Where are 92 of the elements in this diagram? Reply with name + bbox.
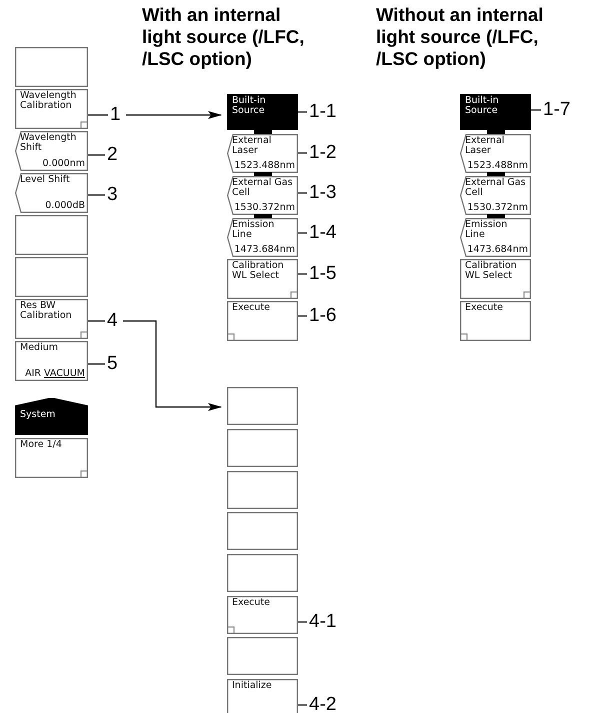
soft-key bbox=[460, 134, 531, 173]
soft-key bbox=[227, 637, 298, 675]
soft-key bbox=[15, 173, 88, 213]
key-label: Built-in Source bbox=[232, 96, 267, 116]
soft-key bbox=[460, 301, 531, 341]
callout-number: 2 bbox=[107, 144, 118, 166]
leader-line bbox=[298, 152, 307, 154]
soft-key bbox=[460, 218, 531, 257]
key-value: AIR VACUUM bbox=[25, 368, 85, 379]
callout-number: 3 bbox=[107, 184, 118, 206]
soft-key bbox=[227, 94, 298, 130]
soft-key bbox=[15, 299, 88, 339]
soft-key bbox=[15, 89, 88, 129]
soft-key bbox=[227, 218, 298, 257]
key-label: External Gas Cell bbox=[465, 178, 527, 198]
leader-line bbox=[298, 704, 307, 706]
key-value: 1523.488nm bbox=[234, 160, 295, 171]
soft-key bbox=[15, 47, 88, 87]
soft-key bbox=[15, 257, 88, 297]
callout-number: 1-2 bbox=[309, 142, 336, 164]
soft-key bbox=[227, 134, 298, 173]
arrow bbox=[126, 111, 222, 119]
leader-line bbox=[298, 273, 307, 275]
soft-key bbox=[227, 596, 298, 634]
key-label: Emission Line bbox=[465, 220, 508, 240]
key-label: Calibration WL Select bbox=[232, 261, 285, 281]
key-value: 1473.684nm bbox=[467, 244, 528, 255]
key-label: Res BW Calibration bbox=[20, 301, 73, 321]
key-value: 1473.684nm bbox=[234, 244, 295, 255]
soft-key bbox=[227, 301, 298, 341]
key-label: System bbox=[20, 410, 56, 420]
leader-line bbox=[531, 109, 541, 111]
callout-number: 4-1 bbox=[309, 611, 336, 633]
leader-line bbox=[88, 194, 105, 196]
key-label: Calibration WL Select bbox=[465, 261, 518, 281]
key-value: 1530.372nm bbox=[467, 202, 528, 213]
soft-key bbox=[15, 438, 88, 478]
soft-key bbox=[227, 259, 298, 299]
menu-tab bbox=[15, 398, 88, 435]
soft-key bbox=[227, 554, 298, 592]
callout-number: 5 bbox=[107, 353, 118, 375]
callout-number: 1-1 bbox=[309, 101, 336, 123]
key-value: 1530.372nm bbox=[234, 202, 295, 213]
callout-number: 1-5 bbox=[309, 263, 336, 285]
key-label: Initialize bbox=[232, 681, 273, 691]
leader-line bbox=[88, 114, 108, 116]
key-label: Execute bbox=[232, 303, 271, 313]
soft-key bbox=[15, 341, 88, 381]
key-label: Emission Line bbox=[232, 220, 276, 240]
leader-line bbox=[298, 192, 307, 194]
leader-line bbox=[88, 154, 105, 156]
soft-key bbox=[460, 259, 531, 299]
key-label: External Gas Cell bbox=[232, 178, 294, 198]
callout-number: 1-6 bbox=[309, 305, 336, 327]
key-value: 0.000dB bbox=[45, 200, 85, 211]
soft-key bbox=[227, 176, 298, 215]
key-label: External Laser bbox=[232, 136, 272, 156]
key-label: Level Shift bbox=[20, 175, 71, 185]
key-value: 0.000nm bbox=[42, 158, 85, 169]
soft-key bbox=[227, 429, 298, 467]
soft-key bbox=[460, 94, 531, 130]
soft-key bbox=[15, 131, 88, 171]
column-heading: With an internal light source (/LFC, /LSC option) bbox=[142, 4, 306, 70]
callout-number: 4-2 bbox=[309, 694, 336, 713]
soft-key bbox=[227, 679, 298, 713]
key-label: Wavelength Shift bbox=[20, 133, 78, 153]
leader-line bbox=[298, 232, 307, 234]
leader-line bbox=[298, 315, 307, 317]
key-label: Execute bbox=[465, 303, 504, 313]
arrow bbox=[123, 320, 222, 411]
callout-number: 1-7 bbox=[543, 99, 570, 121]
soft-key bbox=[227, 387, 298, 425]
column-heading: Without an internal light source (/LFC, /LSC option) bbox=[376, 4, 544, 70]
leader-line bbox=[298, 111, 307, 113]
key-label: Built-in Source bbox=[465, 96, 500, 116]
callout-number: 4 bbox=[107, 310, 118, 332]
callout-number: 1 bbox=[110, 104, 121, 126]
leader-line bbox=[88, 363, 105, 365]
callout-number: 1-3 bbox=[309, 182, 336, 204]
soft-key bbox=[227, 471, 298, 509]
leader-line bbox=[298, 621, 307, 623]
leader-line bbox=[88, 320, 105, 322]
soft-key bbox=[460, 176, 531, 215]
soft-key bbox=[227, 512, 298, 550]
key-value: 1523.488nm bbox=[467, 160, 528, 171]
key-label: Execute bbox=[232, 598, 271, 608]
key-label: External Laser bbox=[465, 136, 506, 156]
soft-key bbox=[15, 215, 88, 255]
key-label: Medium bbox=[20, 343, 59, 353]
key-label: More 1/4 bbox=[20, 440, 63, 450]
key-label: Wavelength Calibration bbox=[20, 91, 78, 111]
callout-number: 1-4 bbox=[309, 222, 336, 244]
